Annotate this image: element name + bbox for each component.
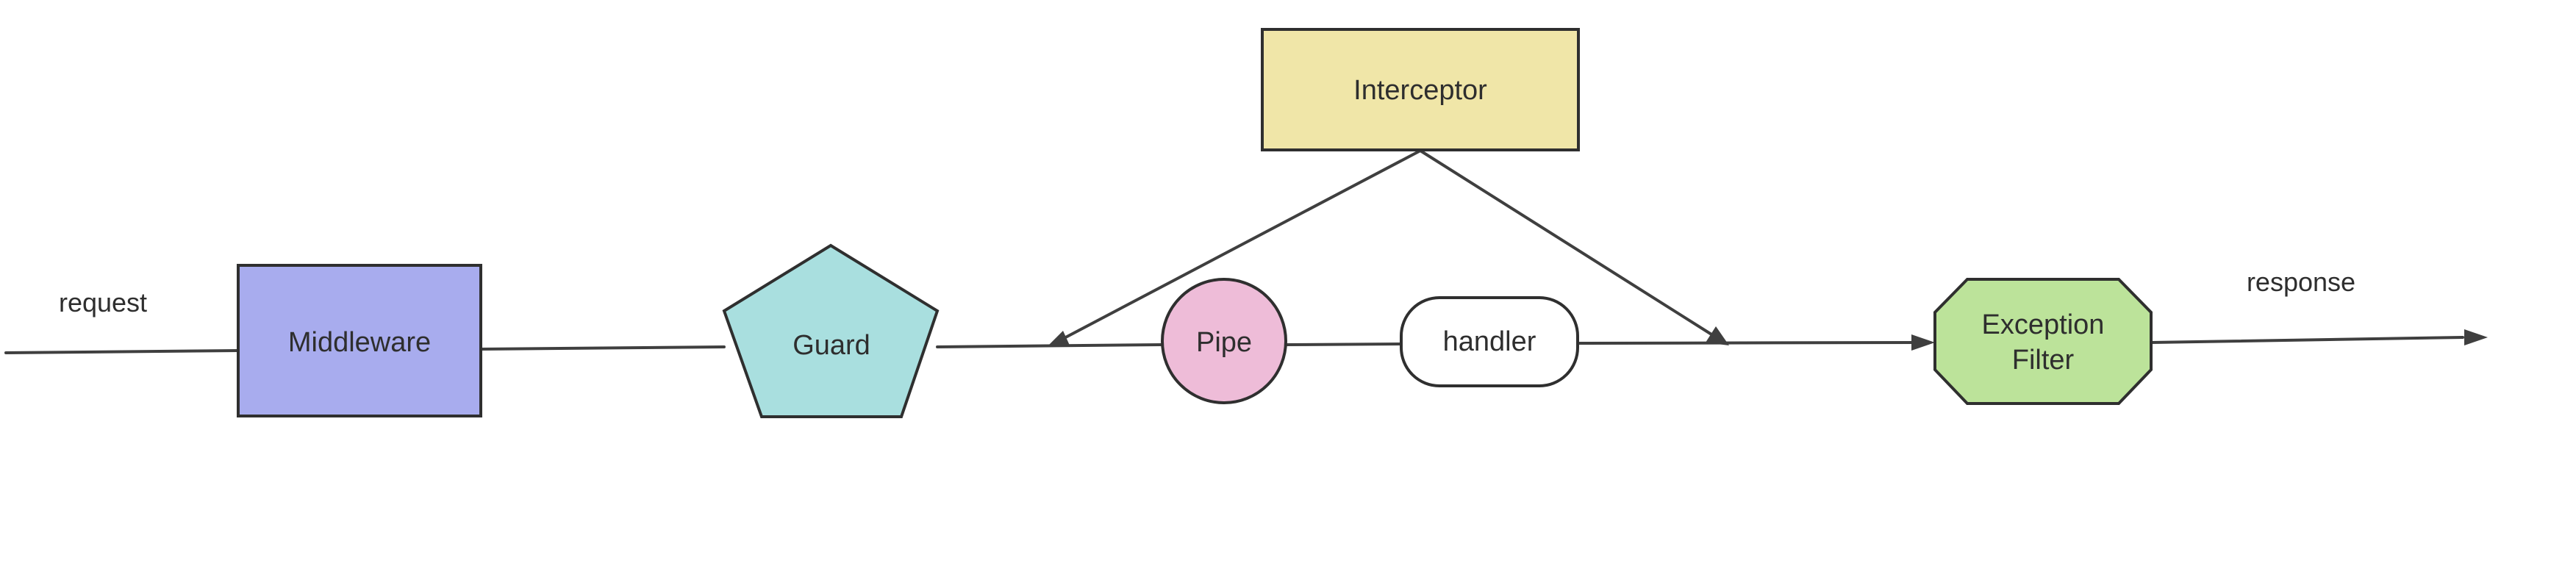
exception-filter-label-line2: Filter [2012, 345, 2075, 376]
edge-request-to-middleware [4, 349, 240, 354]
response-label: response [2247, 267, 2355, 297]
guard-pentagon [722, 243, 940, 418]
guard-node: Guard [722, 243, 940, 418]
handler-node: handler [1400, 296, 1579, 387]
arrowhead-interceptor-after [1706, 326, 1729, 345]
request-label: request [59, 287, 147, 318]
edge-interceptor-before [1057, 149, 1422, 343]
exception-filter-node: Exception Filter [1933, 278, 2153, 405]
exception-filter-octagon [1933, 278, 2153, 405]
interceptor-node: Interceptor [1261, 28, 1580, 151]
middleware-node: Middleware [237, 264, 482, 417]
interceptor-label: Interceptor [1353, 75, 1487, 106]
arrowhead-response [2464, 329, 2488, 345]
pipe-label: Pipe [1196, 327, 1252, 358]
middleware-label: Middleware [288, 327, 431, 358]
edge-exception-filter-to-response [2150, 336, 2464, 344]
pipe-circle [1161, 278, 1287, 404]
handler-label: handler [1443, 326, 1536, 357]
exception-filter-label-line1: Exception [1982, 309, 2105, 340]
edge-middleware-to-guard [479, 345, 726, 351]
handler-pill [1400, 296, 1579, 387]
edge-interceptor-after [1419, 149, 1719, 340]
arrowhead-interceptor-before [1047, 331, 1070, 347]
pipe-node: Pipe [1161, 278, 1287, 404]
interceptor-box [1261, 28, 1580, 151]
arrowhead-into-exception-filter [1911, 334, 1935, 351]
guard-label: Guard [793, 330, 870, 361]
edge-pipe-to-handler [1285, 343, 1403, 346]
middleware-box [237, 264, 482, 417]
